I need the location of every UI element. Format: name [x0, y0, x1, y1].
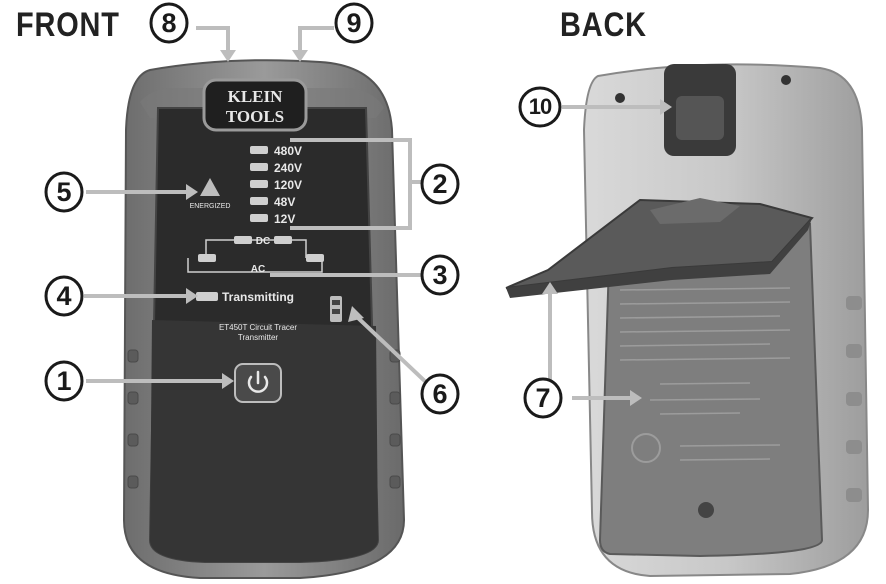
dc-negative-led [234, 236, 252, 244]
callout-10: 10 [528, 94, 552, 119]
voltage-label: 48V [274, 195, 295, 209]
callout-leaders [84, 26, 660, 400]
ac-left-led [198, 254, 216, 262]
callout-circles [44, 2, 563, 419]
callout-8: 8 [161, 8, 177, 38]
transmitting-led [196, 292, 218, 301]
voltage-led [250, 214, 268, 222]
brand-line1: KLEIN [228, 87, 284, 106]
ac-label: AC [251, 264, 265, 275]
voltage-led [250, 146, 268, 154]
power-button[interactable] [234, 363, 282, 403]
power-icon [247, 370, 269, 393]
model-line2: Transmitter [238, 333, 278, 342]
callout-9: 9 [346, 8, 362, 38]
callout-5: 5 [56, 177, 72, 207]
callout-arrowheads [186, 50, 672, 406]
voltage-label: 480V [274, 144, 302, 158]
transmitting-label: Transmitting [222, 290, 294, 304]
compartment-text-lines [619, 287, 791, 461]
voltage-led [250, 197, 268, 205]
back-device [505, 63, 870, 578]
brand-line2: TOOLS [226, 107, 284, 126]
ac-right-led [306, 254, 324, 262]
callout-4: 4 [56, 281, 72, 311]
screw-hole [781, 75, 791, 85]
compartment-screw [698, 502, 714, 518]
dc-positive-led [274, 236, 292, 244]
battery-compartment [598, 222, 824, 558]
model-line1: ET450T Circuit Tracer [219, 323, 297, 332]
screw-hole [615, 93, 625, 103]
warning-triangle-icon [200, 178, 220, 196]
callout-6: 6 [432, 379, 448, 409]
front-heading: FRONT [16, 6, 120, 44]
polarity-indicator [187, 239, 323, 273]
callout-3: 3 [432, 260, 448, 290]
voltage-label: 240V [274, 161, 302, 175]
brand-logo-badge [202, 78, 308, 132]
callout-2: 2 [432, 169, 448, 199]
voltage-led-column: 480V 240V 120V 48V 12V [250, 144, 302, 226]
voltage-led [250, 163, 268, 171]
dc-label: DC [256, 236, 270, 247]
voltage-led [250, 180, 268, 188]
callout-7: 7 [535, 383, 551, 413]
energized-label: ENERGIZED [190, 203, 231, 210]
voltage-label: 120V [274, 178, 302, 192]
voltage-label: 12V [274, 212, 295, 226]
callout-1: 1 [56, 366, 72, 396]
back-heading: BACK [560, 6, 647, 44]
certification-mark [631, 433, 661, 463]
